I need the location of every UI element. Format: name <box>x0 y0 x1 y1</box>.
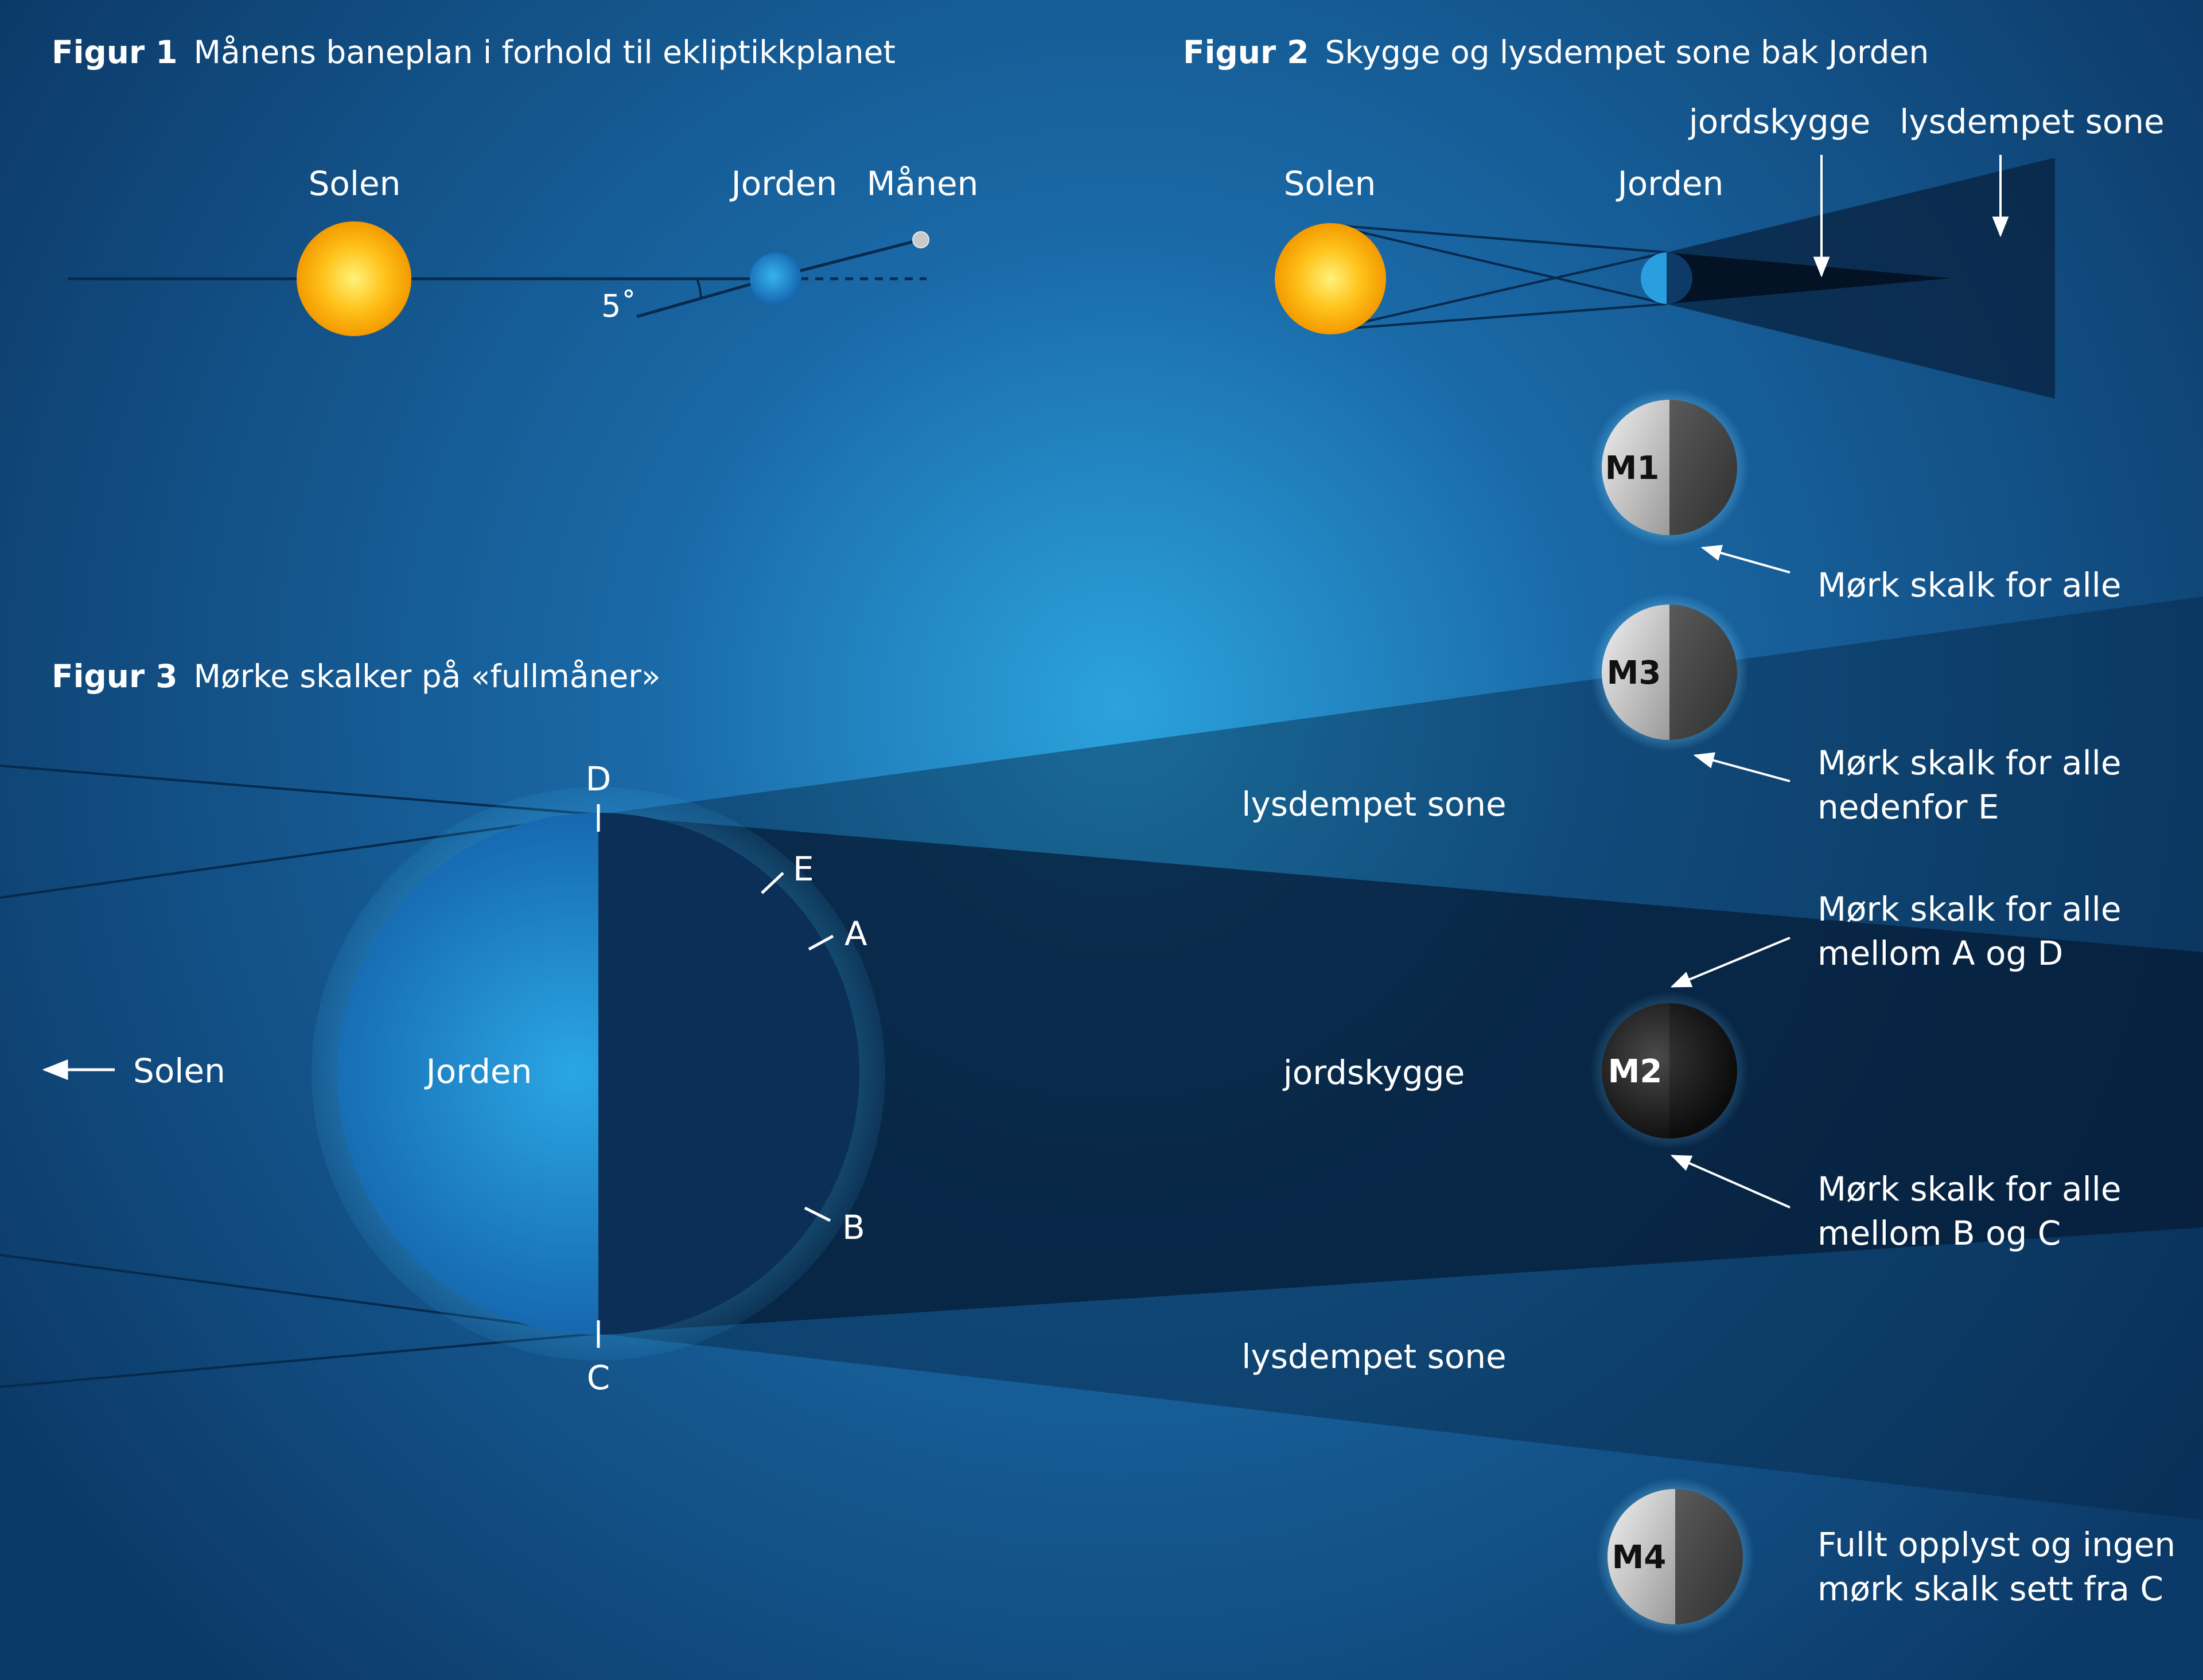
figure-3-heading: Figur 3 Mørke skalker på «fullmåner» <box>52 658 661 695</box>
earth-fig2-lit <box>1641 252 1667 304</box>
moon-label-fig1: Månen <box>867 164 979 203</box>
moon-m2: M2 <box>1590 992 1749 1150</box>
figure-1-number: Figur 1 <box>52 34 178 71</box>
earth-label-fig3: Jorden <box>425 1052 532 1091</box>
moon-fig1 <box>912 231 929 248</box>
note-m3-arrow <box>1693 752 1791 782</box>
figure-3-title: Mørke skalker på «fullmåner» <box>194 658 661 695</box>
moon-m3-label: M3 <box>1607 654 1661 692</box>
note-m4-line2: mørk skalk sett fra C <box>1817 1569 2163 1608</box>
umbra-fig2 <box>1667 252 1951 304</box>
moon-orbit-line-right <box>800 238 921 272</box>
moon-m1: M1 <box>1590 388 1749 547</box>
note-m4-line1: Fullt opplyst og ingen <box>1817 1525 2175 1564</box>
note-m2-bottom-line1: Mørk skalk for alle <box>1817 1170 2122 1209</box>
sun-fig2 <box>1275 223 1386 334</box>
note-m1-line1: Mørk skalk for alle <box>1817 566 2122 605</box>
point-a-label: A <box>844 914 867 953</box>
ray-top-top <box>1329 224 1667 254</box>
sun-label-fig3: Solen <box>133 1051 225 1090</box>
moon-m3: M3 <box>1590 593 1749 751</box>
point-e-label: E <box>793 849 814 888</box>
note-m2-top-line1: Mørk skalk for alle <box>1817 890 2122 929</box>
angle-arc <box>696 278 702 299</box>
figure-2-title: Skygge og lysdempet sone bak Jorden <box>1325 34 1929 71</box>
ray-bottom-bottom <box>1329 303 1667 331</box>
point-d-label: D <box>586 759 612 798</box>
note-m2-bottom-line2: mellom B og C <box>1817 1214 2061 1253</box>
figure-2-number: Figur 2 <box>1183 34 1309 71</box>
zone-upper-label: lysdempet sone <box>1241 785 1506 824</box>
tick-e <box>761 872 784 894</box>
penumbra-label-fig2: lysdempet sone <box>1900 102 2164 141</box>
moon-m1-label: M1 <box>1605 450 1660 487</box>
moon-notes: Mørk skalk for alle Mørk skalk for alle … <box>1670 544 2175 1608</box>
earth-fig2-dark <box>1667 252 1692 304</box>
sun-label-fig1: Solen <box>309 164 401 203</box>
note-m3-line2: nedenfor E <box>1817 788 1999 827</box>
figure-1: Figur 1 Månens baneplan i forhold til ekl… <box>52 34 978 336</box>
figure-2: Figur 2 Skygge og lysdempet sone bak Jord… <box>1183 34 2165 399</box>
earth-label-fig1: Jorden <box>730 164 838 203</box>
zone-lower-label: lysdempet sone <box>1241 1337 1506 1376</box>
sun-fig1 <box>297 221 411 336</box>
tick-a <box>808 934 834 951</box>
figure-1-heading: Figur 1 Månens baneplan i forhold til ekl… <box>52 34 896 71</box>
zone-middle-label: jordskygge <box>1282 1053 1465 1092</box>
note-m3-line1: Mørk skalk for alle <box>1817 743 2122 782</box>
moon-orbit-line-left <box>636 277 770 318</box>
moon-m2-body <box>1602 1003 1737 1139</box>
umbra-fig3 <box>598 814 2203 1334</box>
moon-m2-label: M2 <box>1608 1053 1663 1090</box>
note-m2-top-line2: mellom A og D <box>1817 934 2063 973</box>
figure-3-number: Figur 3 <box>52 658 178 695</box>
point-b-label: B <box>842 1208 865 1247</box>
earth-fig3-night <box>598 813 859 1335</box>
tick-b <box>804 1206 831 1222</box>
ray-top-bottom <box>1329 224 1667 305</box>
figure-2-heading: Figur 2 Skygge og lysdempet sone bak Jord… <box>1183 34 1929 71</box>
umbra-label-fig2: jordskygge <box>1688 102 1871 141</box>
angle-label: 5˚ <box>601 288 636 324</box>
earth-fig1 <box>750 253 801 305</box>
note-m2-bottom-arrow <box>1670 1155 1791 1209</box>
earth-label-fig2: Jorden <box>1616 164 1724 203</box>
sun-label-fig2: Solen <box>1284 164 1376 203</box>
note-m1-arrow <box>1700 544 1791 574</box>
point-c-label: C <box>587 1358 610 1397</box>
figure-1-title: Månens baneplan i forhold til ekliptikkp… <box>194 34 896 71</box>
note-m2-top-arrow <box>1670 937 1791 988</box>
moon-m4-label: M4 <box>1612 1539 1667 1576</box>
moon-m4: M4 <box>1596 1478 1754 1636</box>
ray-bottom-top <box>1329 251 1667 331</box>
